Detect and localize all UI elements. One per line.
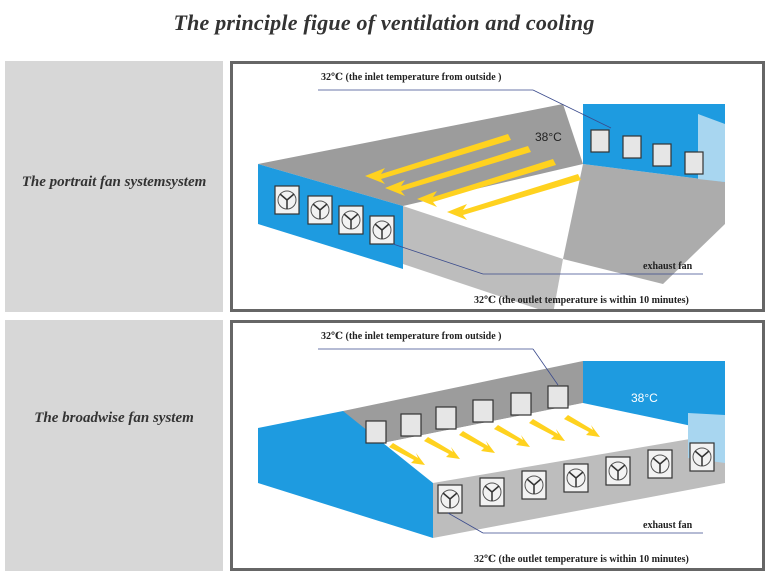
inlet-window xyxy=(547,385,569,409)
portrait-fans xyxy=(274,185,395,245)
inlet-window xyxy=(365,420,387,444)
broadwise-inlet-label: 32℃ (the inlet temperature from outside … xyxy=(321,331,502,342)
inlet-window xyxy=(622,135,642,159)
inlet-window xyxy=(400,413,422,437)
portrait-exhaust-label: exhaust fan xyxy=(643,261,693,272)
broadwise-diagram: 32℃ (the inlet temperature from outside … xyxy=(230,320,765,571)
broadwise-inside-temp: 38°C xyxy=(631,391,658,405)
portrait-diagram: 32℃ (the inlet temperature from outside … xyxy=(230,61,765,312)
portrait-inlet-label: 32℃ (the inlet temperature from outside … xyxy=(321,72,502,83)
inlet-window xyxy=(472,399,494,423)
broadwise-exhaust-label: exhaust fan xyxy=(643,520,693,531)
portrait-illustration xyxy=(258,89,725,309)
inlet-window xyxy=(652,143,672,167)
broadwise-illustration xyxy=(258,348,725,538)
broadwise-outlet-label: 32℃ (the outlet temperature is within 10… xyxy=(474,554,689,565)
broadwise-left-wall xyxy=(258,411,433,538)
leader-line xyxy=(532,348,559,386)
broadwise-floor xyxy=(358,403,725,483)
portrait-back-wall xyxy=(563,164,725,284)
portrait-side-wall xyxy=(403,206,563,309)
inlet-window xyxy=(590,129,610,153)
leader-line xyxy=(532,89,612,129)
portrait-outlet-label: 32℃ (the outlet temperature is within 10… xyxy=(474,295,689,306)
inlet-window xyxy=(435,406,457,430)
inlet-window xyxy=(684,151,704,175)
portrait-side-panel: The portrait fan systemsystem xyxy=(5,61,223,312)
broadwise-side-panel: The broadwise fan system xyxy=(5,320,223,571)
page-title: The principle figue of ventilation and c… xyxy=(173,10,595,35)
portrait-inlet-wall-light xyxy=(698,114,725,182)
inlet-window xyxy=(510,392,532,416)
portrait-system-label: The portrait fan systemsystem xyxy=(21,174,207,190)
portrait-inside-temp: 38°C xyxy=(535,130,562,144)
portrait-airflow-arrows xyxy=(365,134,581,220)
broadwise-airflow-arrows xyxy=(389,415,600,465)
leader-line xyxy=(392,243,484,275)
leader-line xyxy=(447,512,484,534)
broadwise-fans xyxy=(437,442,715,514)
broadwise-system-label: The broadwise fan system xyxy=(34,410,194,426)
